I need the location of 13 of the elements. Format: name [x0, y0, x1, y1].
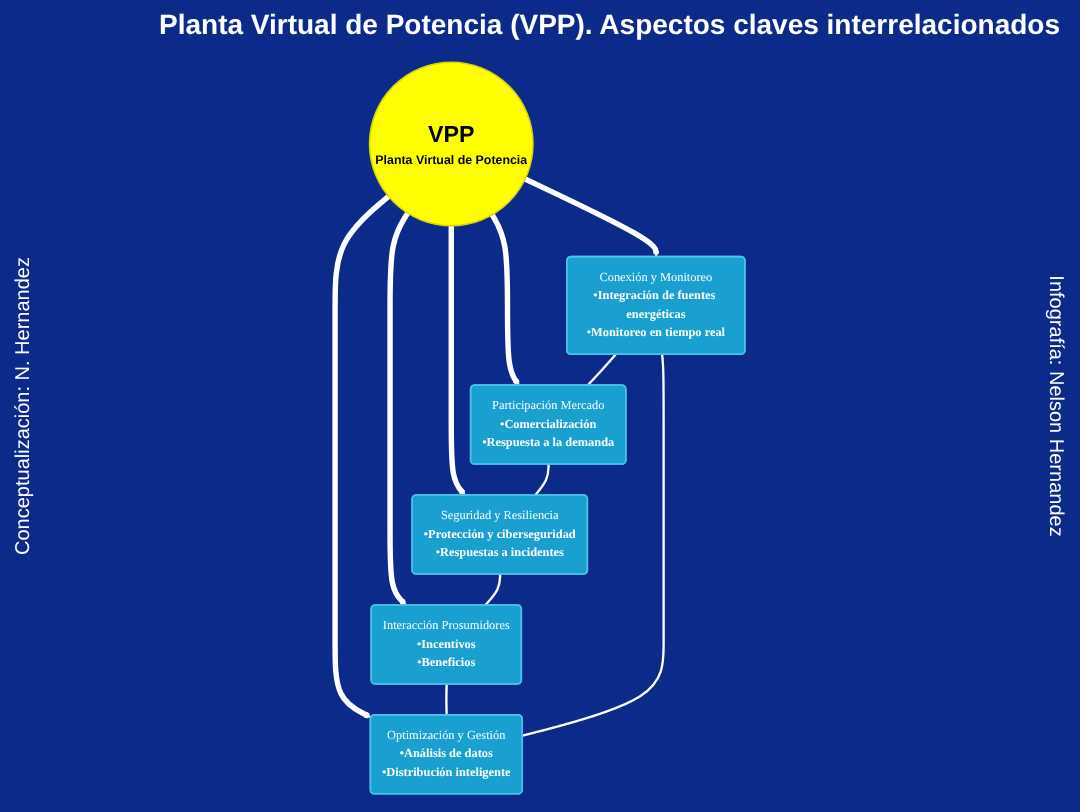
title: Planta Virtual de Potencia (VPP). Aspectos claves interrelacionados: [157, 8, 1060, 44]
credit-text: Infografía: Nelson Hernandez: [1045, 275, 1067, 537]
connector: [522, 354, 665, 737]
connector: [534, 464, 550, 497]
connector: [586, 353, 617, 387]
connector: [445, 684, 448, 716]
arrow: [448, 225, 466, 496]
arrow: [489, 213, 520, 386]
arrow: [332, 194, 391, 719]
arrow: [387, 211, 410, 606]
arrow: [523, 176, 660, 258]
connector: [484, 574, 502, 607]
credit-text: Conceptualización: N. Hernandez: [13, 257, 35, 555]
